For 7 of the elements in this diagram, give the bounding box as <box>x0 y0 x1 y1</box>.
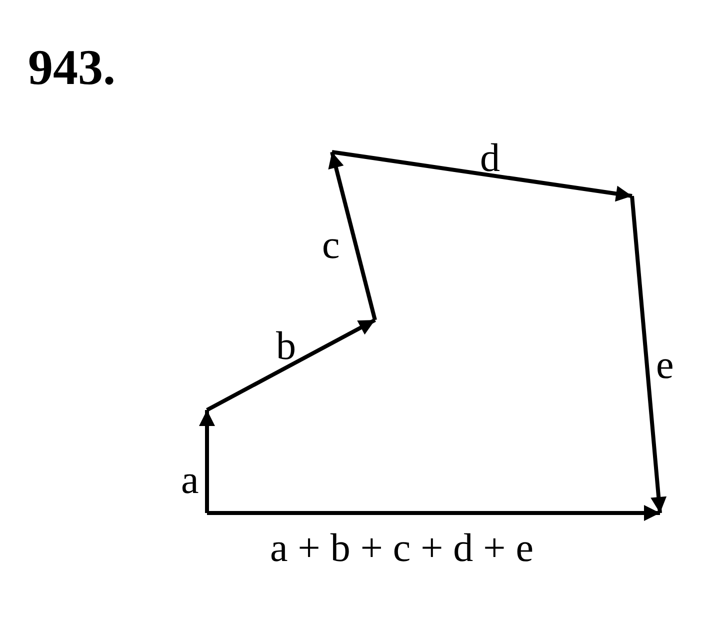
vector-label: c <box>322 225 340 265</box>
title: 943. <box>28 42 116 92</box>
vector-label: a + b + c + d + e <box>270 528 534 568</box>
vector-label: e <box>656 345 674 385</box>
vector-label: b <box>276 326 296 366</box>
vector-label: d <box>480 138 500 178</box>
vector-label: a <box>181 460 199 500</box>
